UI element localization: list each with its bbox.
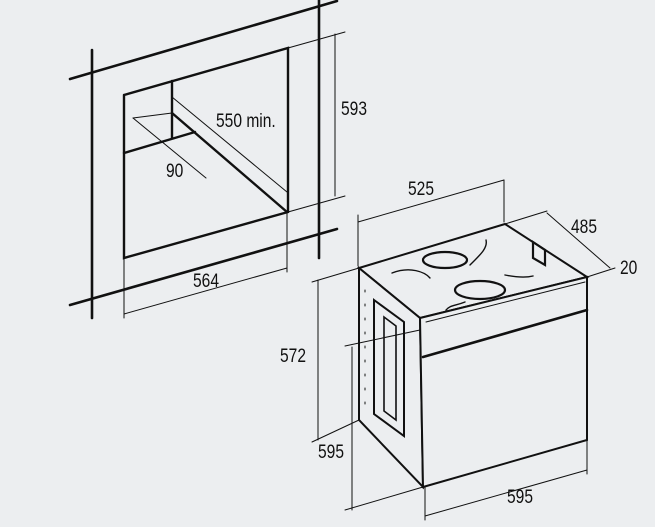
niche-dimensions bbox=[123, 31, 346, 319]
front-panel-label: 20 bbox=[620, 258, 638, 279]
ventilation-gap-label: 90 bbox=[166, 161, 184, 182]
oven-total-height-label: 595 bbox=[318, 442, 344, 463]
oven-depth-label: 485 bbox=[571, 217, 597, 238]
cabinet-wall bbox=[68, 0, 339, 320]
niche-width-label: 564 bbox=[193, 271, 219, 292]
niche-height-label: 593 bbox=[341, 99, 367, 120]
niche-opening bbox=[122, 46, 290, 260]
niche-depth-label: 550 min. bbox=[216, 111, 276, 132]
oven-body bbox=[356, 222, 590, 490]
oven-details bbox=[364, 239, 547, 438]
oven-body-height-label: 572 bbox=[280, 346, 306, 367]
oven-total-width-label: 595 bbox=[507, 487, 533, 508]
oven-top-width-label: 525 bbox=[408, 179, 434, 200]
oven-dimensions bbox=[311, 179, 616, 521]
